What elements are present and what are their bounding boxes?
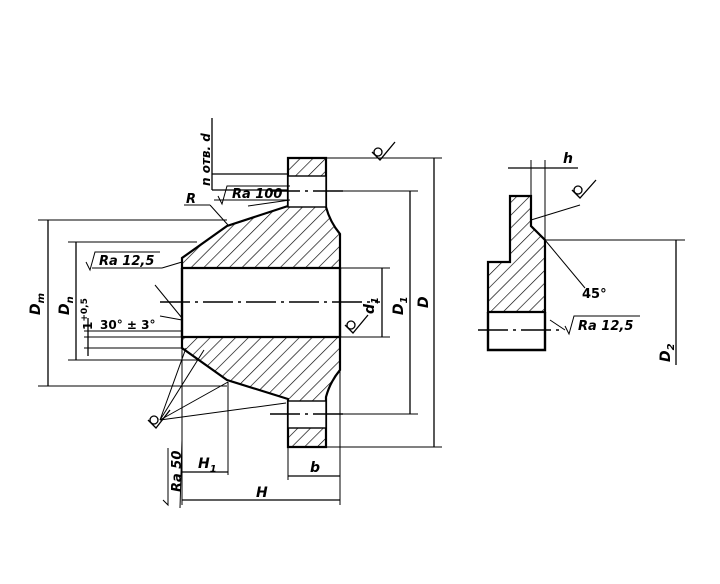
detail-section <box>486 194 547 314</box>
label-chamfer-angle: 30° ± 3° <box>100 318 155 332</box>
weld-edge-detail <box>478 160 685 365</box>
label-D: D <box>416 296 432 308</box>
label-D1: D1 <box>391 296 410 315</box>
label-h: h <box>563 151 573 167</box>
label-ra12-5-left: Ra 12,5 <box>99 254 154 269</box>
label-R: R <box>186 192 196 207</box>
label-ra50: Ra 50 <box>170 451 185 492</box>
label-ra12-5-right: Ra 12,5 <box>578 319 633 334</box>
label-H: H <box>256 485 268 501</box>
label-H1: H1 <box>198 456 217 475</box>
label-Dn: Dn <box>57 296 76 315</box>
lower-section <box>180 335 342 449</box>
label-d1: d1 <box>362 297 381 314</box>
label-D2: D2 <box>658 343 677 362</box>
label-n-holes-d: n отв. d <box>199 133 213 186</box>
label-45: 45° <box>582 287 607 302</box>
main-dimensions <box>38 118 442 509</box>
label-tolerance: 1+0,5 <box>80 298 95 330</box>
label-ra100: Ra 100 <box>232 187 282 202</box>
drawing-labels: n отв. d Ra 100 R Ra 12,5 Dm Dn 1+0,5 30… <box>28 133 677 501</box>
label-b: b <box>310 460 320 476</box>
flange-main-view <box>160 156 380 449</box>
label-Dm: Dm <box>28 293 47 315</box>
